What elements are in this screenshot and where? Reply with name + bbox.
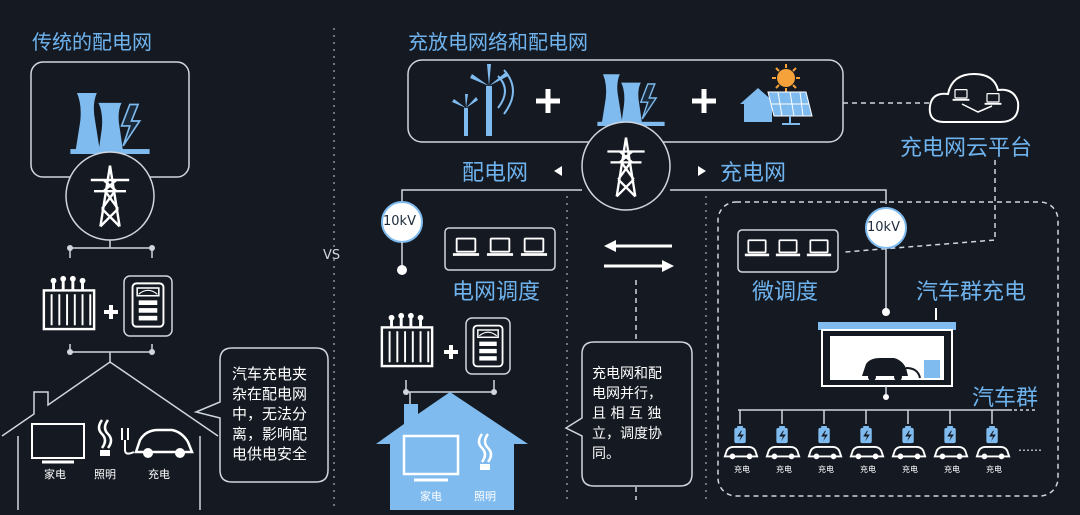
left-label-charging: 充电: [148, 468, 170, 481]
ev-car-5: [891, 426, 927, 461]
right-bubble-shape: [564, 341, 693, 487]
lamp-icon-2: [477, 433, 493, 470]
arrow-left-icon: [554, 166, 562, 176]
voltage-right-label: 10kV: [867, 220, 900, 235]
left-panel: [1, 61, 329, 510]
ev-car-1: [723, 426, 759, 461]
arrow-right-icon: [698, 166, 706, 176]
micro-dispatch-box: [737, 229, 839, 273]
left-title: 传统的配电网: [32, 30, 152, 54]
transformer-icon: [41, 273, 97, 332]
plus-icon: [104, 305, 118, 319]
plus-icon-1: [536, 89, 560, 113]
charging-grid-label: 充电网: [720, 161, 787, 186]
fleet-charging-label: 汽车群充电: [916, 280, 1027, 305]
car-label-7: 充电: [986, 465, 1002, 474]
house-icon-2: [376, 392, 528, 510]
left-label-appliance: 家电: [44, 468, 66, 481]
tv-icon-2: [402, 434, 460, 476]
micro-dispatch-label: 微调度: [752, 280, 819, 305]
lamp-icon: [97, 419, 113, 456]
voltage-left-label: 10kV: [383, 214, 416, 229]
car-label-4: 充电: [860, 465, 876, 474]
cloud-platform-label: 充电网云平台: [900, 136, 1033, 161]
ev-car-2: [765, 426, 801, 461]
distribution-grid-label: 配电网: [462, 161, 529, 186]
meter-icon-2: [472, 324, 504, 368]
tv-icon: [31, 423, 85, 459]
right-panel: [376, 59, 1059, 510]
power-plant-icon: [69, 92, 151, 154]
plus-icon-3: [444, 345, 458, 359]
ev-car-icon: [121, 428, 194, 458]
ev-car-6: [933, 426, 969, 461]
right-label-lighting: 照明: [474, 490, 496, 503]
grid-dispatch-box: [444, 227, 556, 271]
house-outline: [1, 361, 219, 437]
charging-area-frame: [717, 201, 1059, 497]
vs-label: VS: [323, 248, 341, 263]
ev-car-7: [975, 426, 1011, 461]
fleet-ellipsis: ……: [1018, 440, 1042, 454]
plus-icon-2: [692, 89, 716, 113]
charging-station-icon: [818, 322, 956, 387]
wind-turbine-icon: [452, 64, 514, 136]
car-label-3: 充电: [818, 465, 834, 474]
bidirectional-arrows-icon: [604, 240, 674, 272]
transformer-icon-2: [379, 310, 435, 369]
fleet-label: 汽车群: [972, 386, 1039, 411]
cloud-icon: [928, 72, 1020, 123]
solar-house-icon: [740, 64, 813, 125]
left-bubble-text: 汽车充电夹 杂在配电网 中，无法分 离，影响配 电供电安全: [232, 365, 308, 463]
power-plant-icon-2: [596, 73, 666, 126]
left-label-lighting: 照明: [94, 468, 116, 481]
car-label-6: 充电: [944, 465, 960, 474]
left-bubble-shape: [193, 347, 329, 483]
meter-icon: [131, 282, 165, 328]
right-label-appliance: 家电: [420, 490, 442, 503]
car-label-5: 充电: [902, 465, 918, 474]
car-fleet: [739, 410, 993, 424]
car-label-1: 充电: [734, 465, 750, 474]
ev-car-4: [849, 426, 885, 461]
car-label-2: 充电: [776, 465, 792, 474]
tower-circle-2: [581, 121, 671, 211]
right-bubble-text: 充电网和配 电网并行， 且 相 互 独 立，调度协 同。: [592, 366, 662, 462]
right-title: 充放电网络和配电网: [408, 30, 588, 54]
grid-dispatch-label: 电网调度: [452, 280, 541, 305]
ev-car-3: [807, 426, 843, 461]
